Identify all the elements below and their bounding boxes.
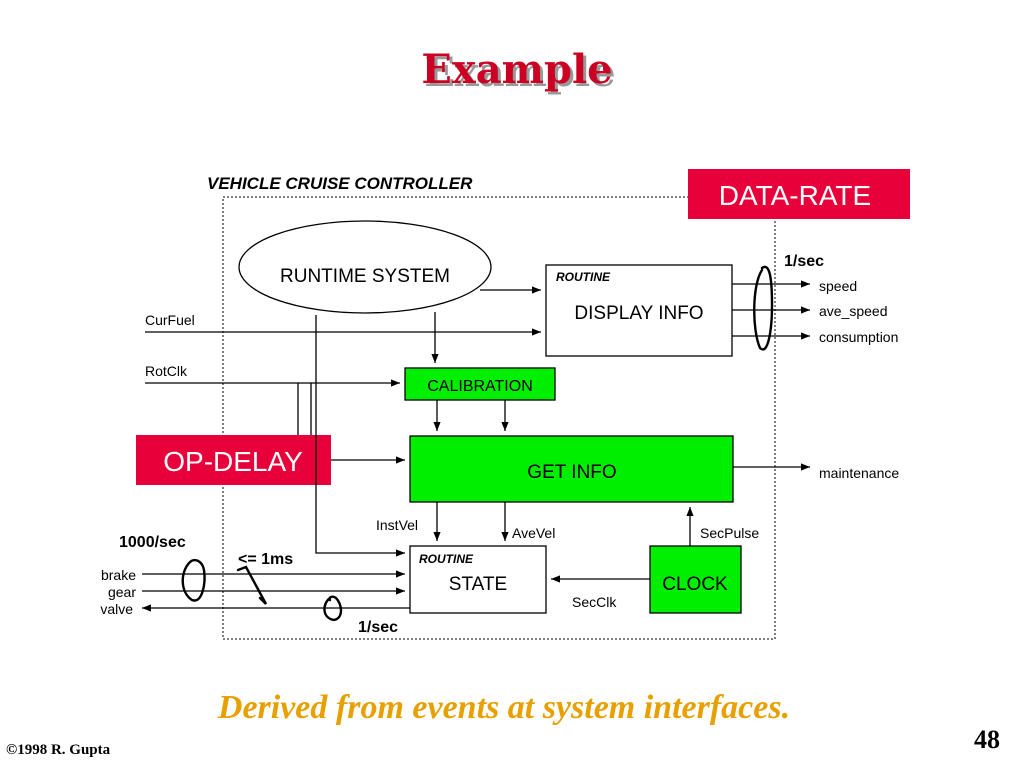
io-brake-label: brake (101, 567, 136, 583)
data-rate-badge-label: DATA-RATE (719, 180, 871, 211)
signal-secclk-label: SecClk (572, 594, 617, 610)
slide-caption: Derived from events at system interfaces… (217, 689, 790, 726)
op-delay-badge-bg (136, 435, 331, 485)
system-boundary (222, 196, 776, 640)
data-rate-badge: DATA-RATE (688, 169, 910, 219)
display-info-label: DISPLAY INFO (574, 303, 703, 324)
delay-mark-state (236, 565, 268, 605)
runtime-system-label: RUNTIME SYSTEM (280, 266, 450, 287)
signal-secpulse-label: SecPulse (700, 525, 759, 541)
get-info-node: GET INFO (409, 435, 734, 503)
calibration-node: CALIBRATION (404, 367, 556, 401)
hand-annotations (181, 265, 774, 622)
input-rotclk-label: RotClk (145, 363, 188, 379)
output-maintenance-label: maintenance (819, 465, 899, 481)
rate-loop-brake (181, 558, 206, 602)
annotation-rate-display: 1/sec (784, 253, 824, 270)
output-consumption-label: consumption (819, 329, 898, 345)
rate-loop-valve (323, 595, 343, 622)
slide-title: Example Example (421, 46, 615, 96)
op-delay-badge: OP-DELAY (136, 435, 331, 485)
io-valve-label: valve (100, 601, 133, 617)
wires (142, 280, 810, 612)
annotation-rate-valve: 1/sec (358, 619, 398, 636)
slide-title-shadow: Example (424, 49, 615, 96)
annotation-rate-brake: 1000/sec (119, 534, 186, 551)
arrow-runtime-to-state (315, 315, 405, 557)
data-rate-badge-bg (688, 169, 910, 219)
get-info-label: GET INFO (527, 462, 616, 483)
annotation-delay-state: <= 1ms (238, 551, 293, 568)
display-info-shape (545, 264, 733, 357)
page-number: 48 (974, 725, 1000, 754)
clock-node: CLOCK (649, 545, 742, 614)
rate-loop-display (753, 265, 774, 351)
calibration-shape (404, 367, 556, 401)
runtime-system-shape (238, 220, 492, 314)
display-info-tag: ROUTINE (556, 270, 611, 284)
calibration-label: CALIBRATION (427, 378, 533, 395)
state-node: ROUTINE STATE (409, 545, 547, 614)
state-tag: ROUTINE (419, 552, 474, 566)
input-curfuel-label: CurFuel (145, 312, 195, 328)
clock-label: CLOCK (662, 574, 728, 595)
output-speed-label: speed (819, 278, 857, 294)
op-delay-badge-label: OP-DELAY (163, 446, 303, 477)
slide-title-text: Example (421, 46, 612, 93)
output-ave-speed-label: ave_speed (819, 303, 888, 319)
system-label: VEHICLE CRUISE CONTROLLER (207, 174, 473, 193)
get-info-shape (409, 435, 734, 503)
signal-avevel-label: AveVel (512, 525, 555, 541)
state-label: STATE (449, 574, 507, 595)
io-gear-label: gear (108, 584, 136, 600)
signal-instvel-label: InstVel (376, 517, 418, 533)
display-info-node: ROUTINE DISPLAY INFO (545, 264, 733, 357)
runtime-system-node: RUNTIME SYSTEM (238, 220, 492, 314)
copyright-footer: ©1998 R. Gupta (6, 742, 111, 758)
state-shape (409, 545, 547, 614)
